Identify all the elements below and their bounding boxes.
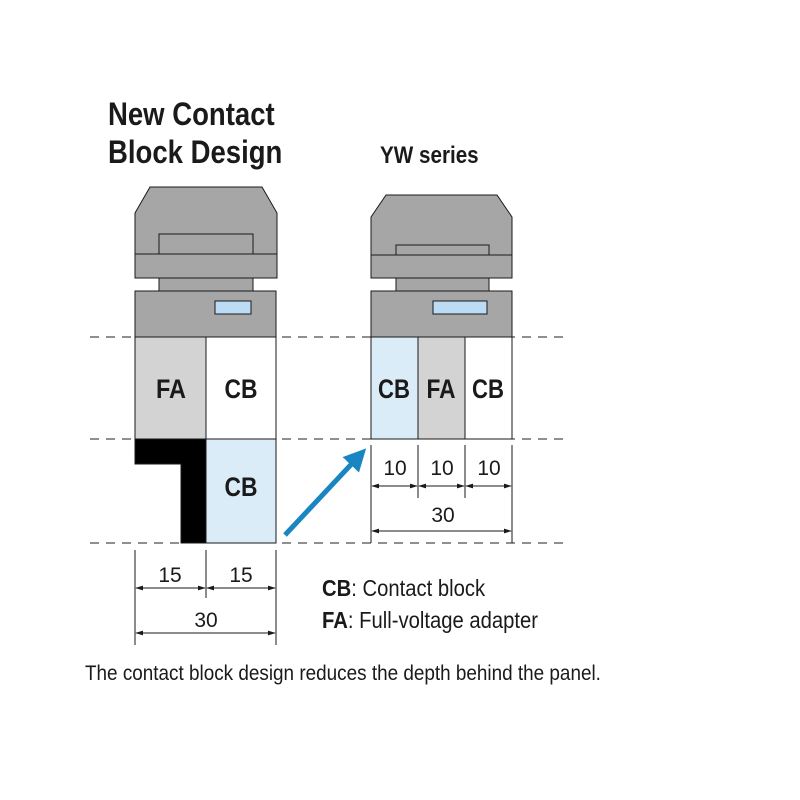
legend-fa-text: : Full-voltage adapter [347, 607, 539, 633]
indicator-window [214, 300, 252, 315]
operator-head [134, 186, 278, 279]
legend-cb: CB: Contact block [322, 572, 538, 604]
new-design-title-line1: New Contact [108, 96, 275, 132]
dim-total-value: 30 [194, 609, 217, 632]
yw-operator-bezel [395, 244, 490, 256]
yw-fa-block [417, 336, 466, 440]
new-design-title-line2: Block Design [108, 134, 283, 170]
right-dimensions [370, 445, 513, 543]
left-dimensions [134, 550, 277, 645]
yw-cb-left-block [370, 336, 419, 440]
new-design-switch [134, 186, 278, 544]
operator-neck [158, 277, 254, 292]
fa-label: FA [156, 374, 186, 404]
yw-series-title: YW series [380, 142, 479, 169]
legend-fa-abbr: FA [322, 607, 348, 633]
cb-front-block [205, 336, 277, 440]
legend-cb-abbr: CB [322, 575, 352, 601]
dim-right-value: 15 [229, 564, 252, 587]
dim-yw-c-value: 10 [477, 457, 500, 480]
yw-cb-left-label: CB [378, 374, 410, 404]
yw-operator-head [370, 194, 513, 279]
yw-fa-label: FA [427, 374, 456, 404]
new-design-title: New Contact Block Design [108, 95, 282, 171]
yw-cb-right-label: CB [472, 374, 504, 404]
mounting-body [134, 290, 277, 338]
operator-bezel [158, 233, 254, 255]
cb-rear-label: CB [225, 472, 258, 502]
fa-terminal [134, 438, 207, 544]
yw-series-switch [370, 194, 513, 440]
dim-yw-a-value: 10 [383, 457, 406, 480]
yw-cb-right-block [464, 336, 513, 440]
comparison-arrow [283, 448, 367, 537]
legend: CB: Contact block FA: Full-voltage adapt… [322, 572, 538, 636]
yw-operator-neck [395, 277, 490, 292]
legend-fa: FA: Full-voltage adapter [322, 604, 538, 636]
yw-indicator-window [432, 300, 488, 315]
cb-front-label: CB [225, 374, 258, 404]
caption: The contact block design reduces the dep… [85, 662, 601, 685]
dim-yw-total-value: 30 [431, 504, 454, 527]
legend-cb-text: : Contact block [351, 575, 486, 601]
dim-yw-b-value: 10 [430, 457, 453, 480]
fa-block [134, 336, 207, 440]
dim-left-value: 15 [158, 564, 181, 587]
